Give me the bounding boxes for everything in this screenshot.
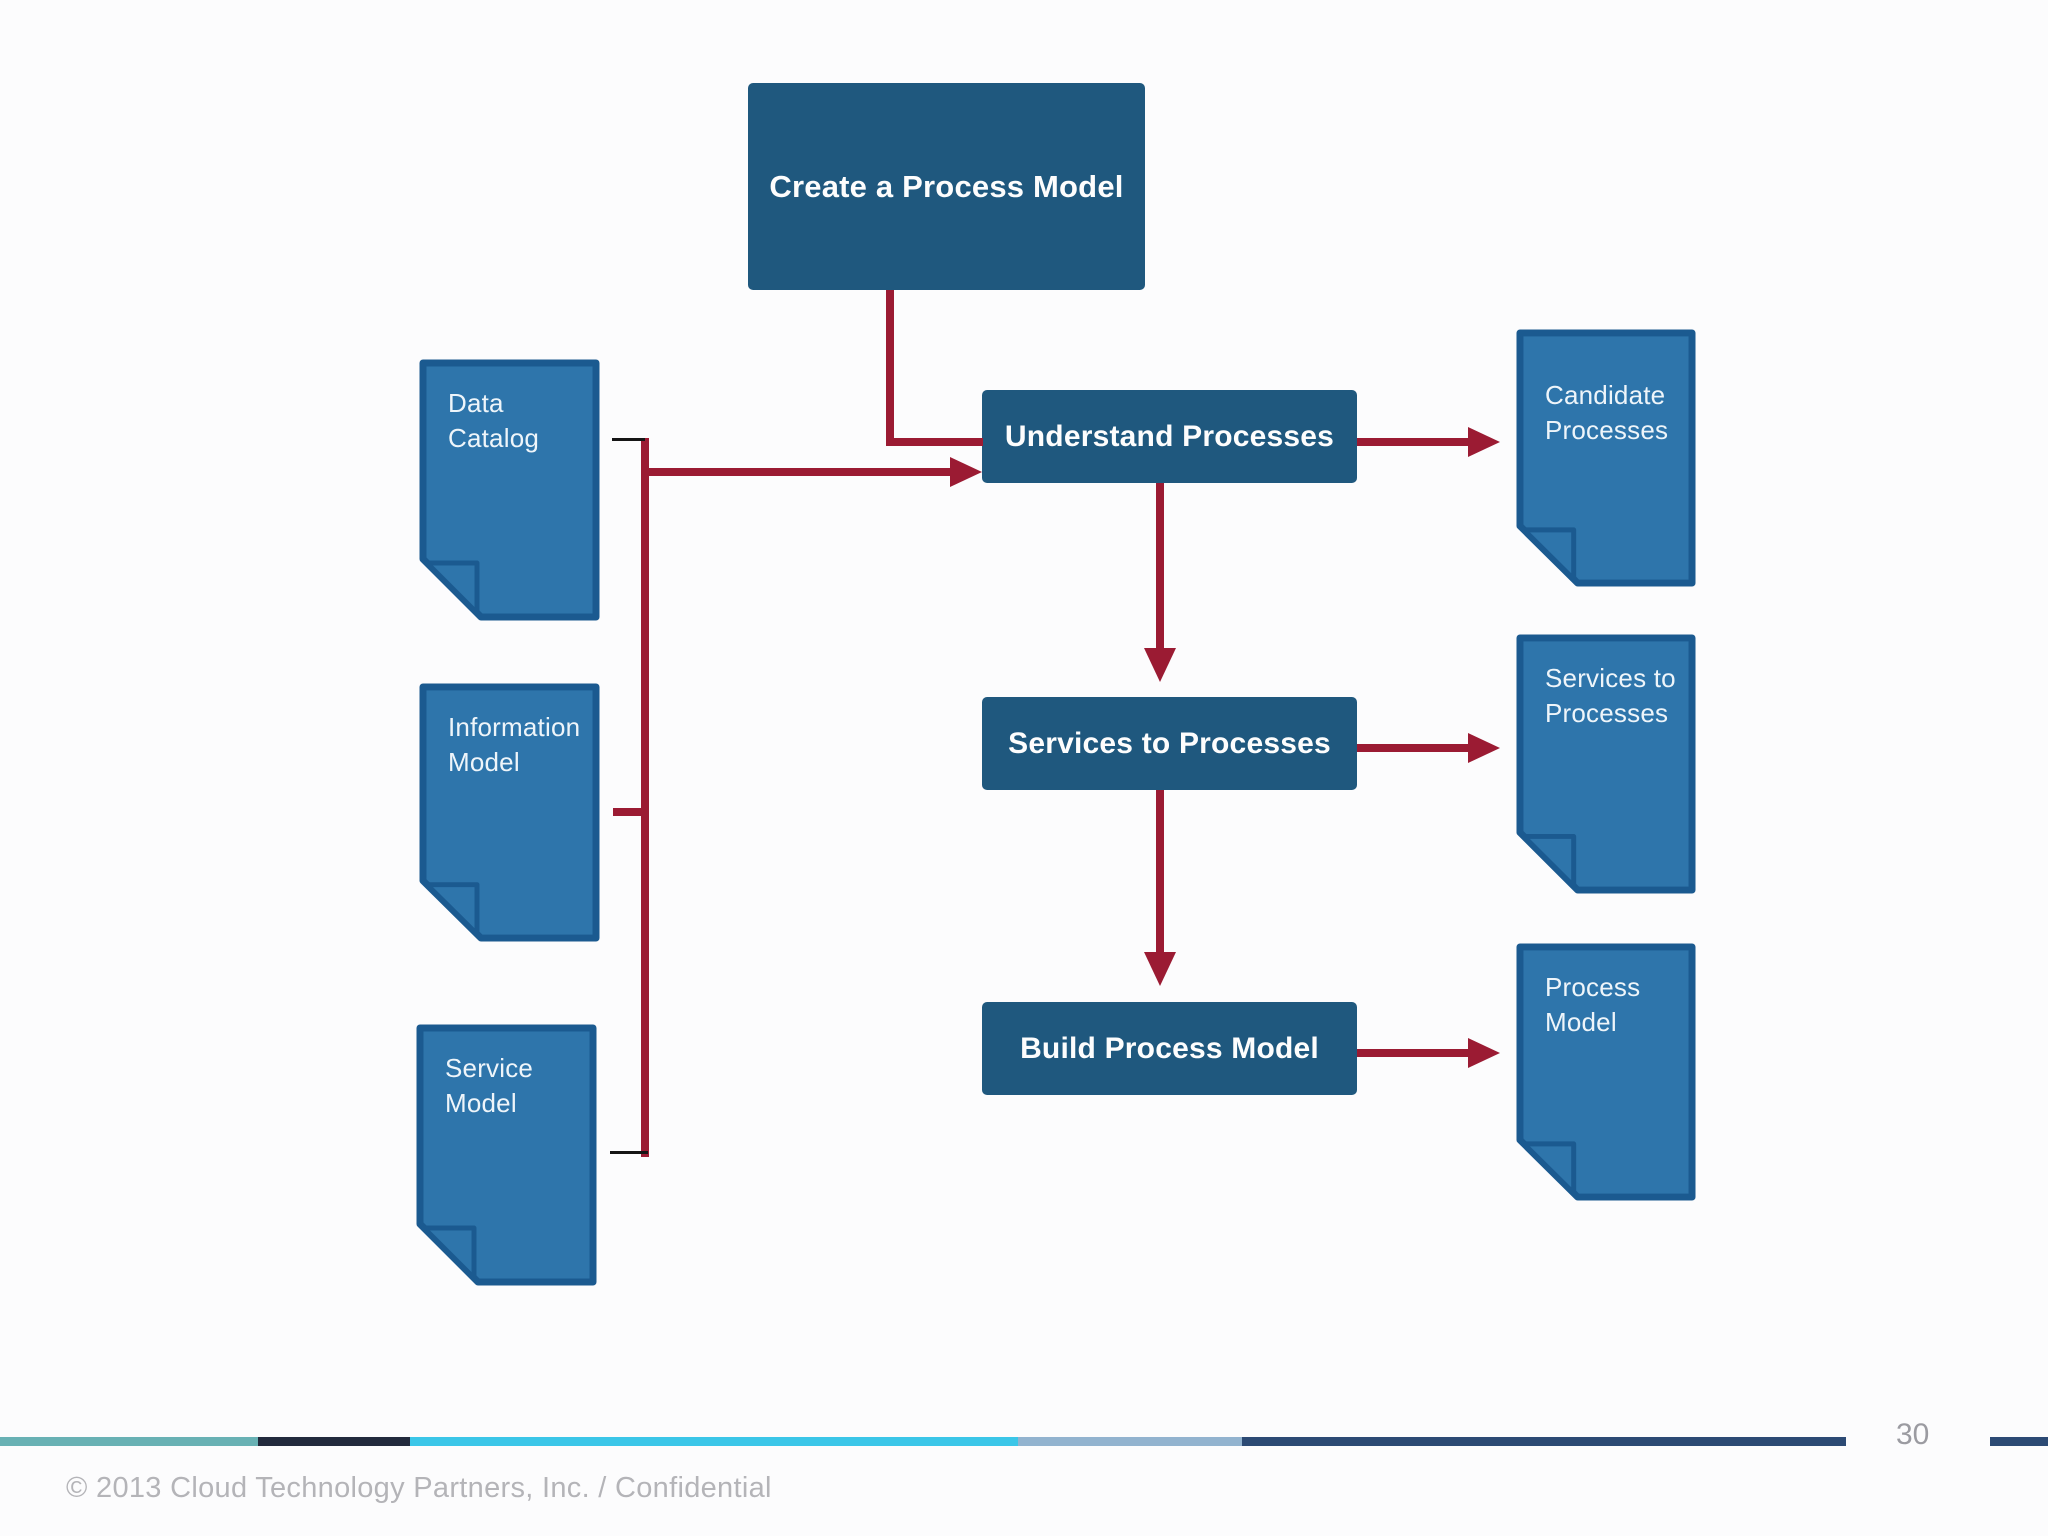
document-service-model: Service Model [415,1023,598,1287]
arrow-understand-to-candidate-shaft [1357,438,1468,446]
document-data-catalog: Data Catalog [418,358,601,622]
folded-corner-icon [1521,1141,1577,1196]
folded-corner-icon [1521,833,1577,889]
document-candidate-processes: Candidate Processes [1515,328,1697,588]
document-label: Services to Processes [1545,663,1676,728]
arrow-build-to-process-model-head [1468,1038,1500,1068]
folded-corner-icon [424,882,480,937]
arrow-inputs-to-understand-head [950,457,982,487]
tick-data-catalog [612,438,645,441]
flow-box-label: Build Process Model [1020,1031,1319,1065]
document-shape [1516,943,1696,1201]
footer-line-darkblue-segment [1242,1437,1846,1446]
input-bracket-vertical-line [641,438,649,1157]
document-label: Data Catalog [448,388,540,453]
flow-box-services-to-processes: Services to Processes [982,697,1357,790]
arrow-services-to-build-head [1144,952,1176,986]
flow-box-label: Create a Process Model [769,168,1124,204]
arrow-services-to-build-shaft [1156,790,1164,952]
document-label: Process Model [1545,972,1641,1037]
document-label: Candidate Processes [1545,380,1669,445]
page-number: 30 [1896,1418,1930,1451]
arrow-understand-to-services-shaft [1156,483,1164,648]
document-shape [1516,329,1696,587]
arrow-inputs-to-understand-shaft [645,468,950,476]
flow-box-label: Understand Processes [1004,419,1335,453]
document-shape [419,359,600,621]
arrow-understand-to-services-head [1144,648,1176,682]
flow-box-label: Services to Processes [1008,726,1331,760]
document-shape [416,1024,597,1286]
document-shape [419,683,600,942]
footer-line-cyan-segment [410,1437,1018,1446]
tick-service-model [610,1151,648,1154]
flow-box-build-process-model: Build Process Model [982,1002,1357,1095]
arrow-services-to-doc-head [1468,733,1500,763]
folded-corner-icon [421,1225,477,1281]
footer-line-teal-segment [0,1437,258,1446]
tick-information-model [613,808,645,816]
document-label: Information Model [448,712,581,777]
folded-corner-icon [424,560,480,616]
flow-box-create-a-process-model: Create a Process Model [748,83,1145,290]
arrow-create-to-understand-horizontal [886,438,983,446]
document-shape [1516,634,1696,894]
document-process-model: Process Model [1515,942,1697,1202]
document-label: Service Model [445,1053,534,1118]
footer-line-darkblue-right-segment [1990,1437,2048,1446]
arrow-build-to-process-model-shaft [1357,1049,1468,1057]
footer-line-navy-segment [258,1437,410,1446]
arrow-understand-to-candidate-head [1468,427,1500,457]
footer-line-steel-segment [1018,1437,1242,1446]
folded-corner-icon [1521,527,1577,582]
document-information-model: Information Model [418,682,601,943]
arrow-services-to-doc-shaft [1357,744,1468,752]
flow-box-understand-processes: Understand Processes [982,390,1357,483]
arrow-create-to-understand-vertical [886,290,894,446]
copyright-text: © 2013 Cloud Technology Partners, Inc. /… [66,1472,772,1504]
document-services-to-processes: Services to Processes [1515,633,1697,895]
